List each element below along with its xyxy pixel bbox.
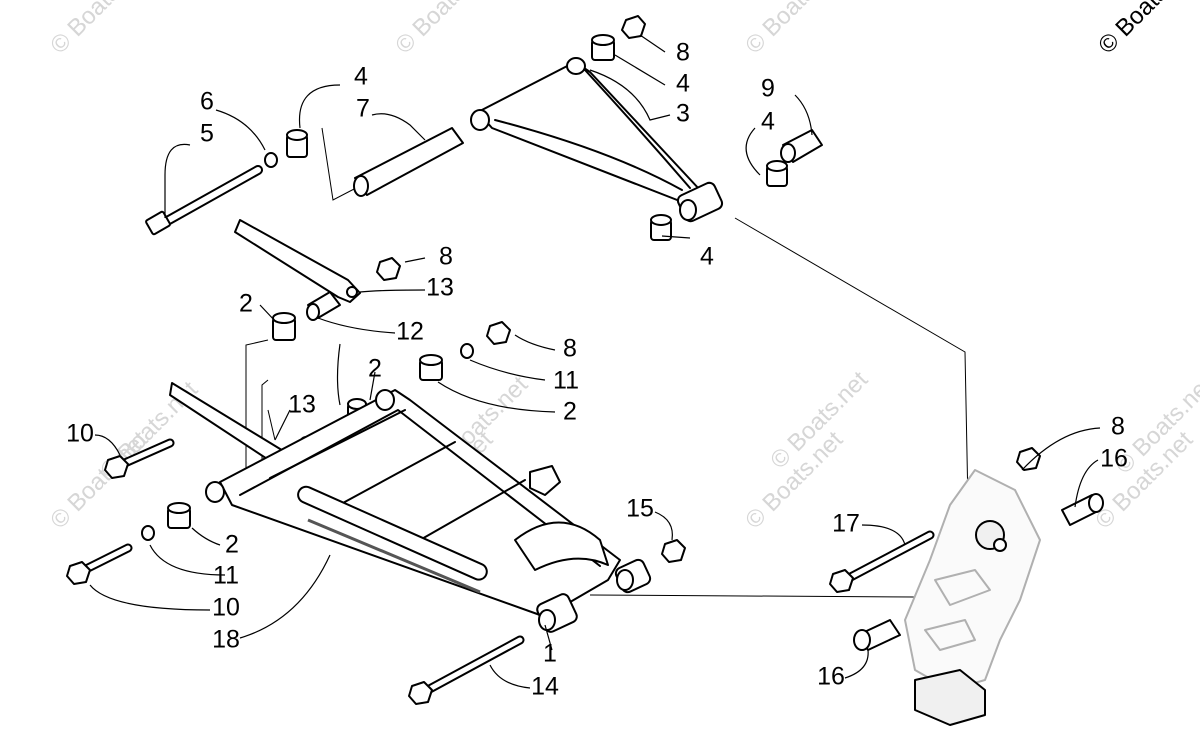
nut-15 xyxy=(661,539,686,563)
upper-sleeve xyxy=(780,129,823,163)
callout-12: 12 xyxy=(396,318,424,346)
nut-8-mid xyxy=(486,321,511,345)
upper-bushing-left xyxy=(286,129,308,158)
spindle-boot xyxy=(914,669,986,726)
nut-8-upper xyxy=(376,257,401,281)
callout-8: 8 xyxy=(439,243,453,271)
bolt-10-lower xyxy=(66,543,133,585)
callout-14: 14 xyxy=(531,673,559,701)
upper-a-arm xyxy=(470,57,724,223)
lower-arm-bushing-1 xyxy=(536,593,578,633)
callout-8: 8 xyxy=(676,39,690,67)
callout-2: 2 xyxy=(368,355,382,383)
lower-arm-decal xyxy=(297,485,488,594)
callout-4: 4 xyxy=(354,63,368,91)
lower-arm-rear-bushing xyxy=(614,558,652,594)
callout-10: 10 xyxy=(66,420,94,448)
guide-upper-bolt xyxy=(321,127,357,201)
callout-6: 6 xyxy=(200,88,214,116)
watermark-corner: © Boats.net xyxy=(1093,0,1200,59)
upper-a-arm-assembly xyxy=(145,15,823,241)
lower-a-arm xyxy=(205,389,652,633)
callout-7: 7 xyxy=(356,95,370,123)
guide-lower-arm-to-spindle xyxy=(589,594,916,598)
callout-3: 3 xyxy=(676,100,690,128)
callout-17: 17 xyxy=(832,510,860,538)
callout-10: 10 xyxy=(212,594,240,622)
sleeve-16-upper xyxy=(1061,493,1104,526)
callout-13: 13 xyxy=(288,391,316,419)
upper-bushing-top xyxy=(591,34,615,61)
callout-9: 9 xyxy=(761,75,775,103)
callout-5: 5 xyxy=(200,120,214,148)
upper-bushing-bottom xyxy=(650,214,672,241)
callout-18: 18 xyxy=(212,626,240,654)
callout-8: 8 xyxy=(563,335,577,363)
spindle-assembly xyxy=(829,447,1104,726)
guide-link-rod xyxy=(267,409,276,441)
callout-labels: 8 4 3 9 4 4 4 7 6 5 8 13 2 12 8 11 2 2 1… xyxy=(66,39,1128,701)
callout-13: 13 xyxy=(426,274,454,302)
watermark: © Boats.net xyxy=(45,0,153,59)
sleeve-16-lower xyxy=(853,619,901,651)
guide-upper-arm-to-spindle xyxy=(734,217,969,506)
upper-shaft xyxy=(353,127,464,197)
upper-washer xyxy=(264,152,278,168)
leader-lines xyxy=(89,34,1101,689)
watermark: © Boats.net xyxy=(740,0,848,59)
callout-2: 2 xyxy=(239,290,253,318)
callout-2: 2 xyxy=(563,398,577,426)
spacer-12 xyxy=(306,291,341,321)
upper-link-hole xyxy=(346,286,358,298)
washer-11-mid xyxy=(460,343,474,359)
bushing-2-lower xyxy=(167,502,191,529)
upper-link xyxy=(234,219,361,303)
callout-4: 4 xyxy=(676,70,690,98)
callout-11: 11 xyxy=(213,562,239,590)
upper-nut xyxy=(621,15,646,39)
upper-bushing-right xyxy=(766,160,788,187)
callout-4: 4 xyxy=(700,243,714,271)
bolt-10-upper xyxy=(104,438,175,479)
lower-arm-mount-tab xyxy=(529,465,561,496)
callout-4: 4 xyxy=(761,108,775,136)
callout-15: 15 xyxy=(626,495,654,523)
bushing-2-mid xyxy=(419,354,443,381)
callout-11: 11 xyxy=(553,367,579,395)
callout-2: 2 xyxy=(225,531,239,559)
callout-8: 8 xyxy=(1111,413,1125,441)
callout-16: 16 xyxy=(817,663,845,691)
bushing-2-upper xyxy=(272,312,296,341)
bolt-14 xyxy=(408,635,525,705)
nut-8-spindle xyxy=(1016,447,1041,471)
callout-16: 16 xyxy=(1100,445,1128,473)
washer-11-lower xyxy=(141,525,155,541)
bolt-17 xyxy=(829,530,935,593)
upper-bolt xyxy=(145,165,263,236)
guide-lines xyxy=(245,127,969,598)
watermark: © Boats.net xyxy=(390,0,498,59)
callout-1: 1 xyxy=(543,640,557,668)
